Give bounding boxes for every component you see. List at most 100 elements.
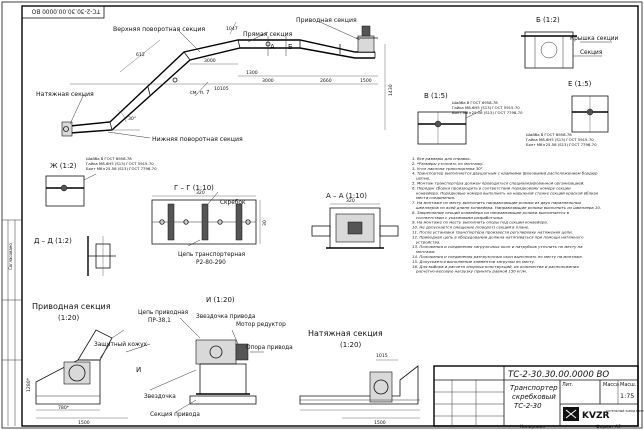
drive-detail-sprocket: Звездочка [144, 394, 176, 400]
title-block-format: Формат А2 [596, 424, 621, 430]
view-e-title: Е (1:5) [568, 80, 592, 88]
marker-b: Б [288, 43, 293, 51]
view-gg-chain: Цепь транспортерная [178, 252, 245, 258]
dim-1300: 1300 [246, 70, 258, 76]
title-block-stage: Лит. [562, 382, 574, 388]
drive-detail-i-marker: И [136, 366, 141, 374]
note-line: швеллеров по всей длине конвейера. Напра… [416, 205, 601, 210]
view-v-title: В (1:5) [424, 92, 448, 100]
title-block-copied: Копировал [520, 424, 545, 430]
side-label: Согласовано [8, 243, 13, 270]
view-aa-dim-320: 320 [346, 198, 355, 204]
drive-detail-dim-780: 780* [58, 405, 70, 411]
drive-detail-cover: Защитный кожух [94, 341, 148, 348]
view-gg-drawing [151, 191, 261, 247]
note-line: 10. Не допускается смещение (поворот) се… [412, 225, 529, 230]
drive-detail-chain-spec: ПР-38,1 [148, 318, 171, 324]
view-e-fastener-3: Болт М8×25.58 (S13) ГОСТ 7798-70 [526, 142, 597, 147]
dim-3000b: 3000 [262, 78, 274, 84]
note-line: места соединения. [416, 195, 455, 200]
label-straight-section: Прямая секция [243, 31, 293, 38]
drive-detail-section: Секция привода [150, 412, 200, 418]
label-tension-section: Натяжная секция [36, 91, 94, 98]
tension-detail-drawing [299, 359, 420, 419]
note-line: 8. Закрепление секций конвейера на напра… [412, 210, 570, 215]
dim-612: 612 [136, 52, 145, 58]
tension-detail-dim-1015: 1015 [376, 353, 388, 359]
view-e-drawing [571, 95, 609, 133]
view-b-drawing [521, 31, 612, 69]
view-zh-fastener-1: Шайба 8 ГОСТ 6958-78 [86, 156, 132, 161]
view-gg-scraper: Скребок [220, 200, 246, 206]
label-drive-section: Приводная секция [296, 17, 357, 24]
note-line: 15. Допускается выполнение элементов заг… [412, 259, 535, 264]
notes-block: 1. Все размеры для справок.2. *Размеры у… [412, 156, 601, 274]
view-zh-fastener-2: Гайка М8-6Н5 (S13) ГОСТ 5915-70 [86, 161, 154, 166]
view-gg-title: Г – Г (1:10) [174, 184, 214, 192]
top-stamp: ТС-2-30.30.00.0000 ВО [31, 8, 101, 14]
drive-detail-support: Опора привода [246, 345, 293, 351]
note-line: 9. На монтаже по месту выполнить опоры п… [412, 220, 548, 225]
view-e-fastener-2: Гайка М8-6Н5 (S13) ГОСТ 5915-70 [526, 137, 594, 142]
view-gg-dim-30: 30 [262, 220, 268, 226]
view-dd-drawing [87, 236, 116, 276]
title-block-name1: Транспортер [510, 384, 558, 392]
drive-detail-scale: (1:20) [58, 314, 79, 322]
view-aa-title: А – А (1:10) [326, 192, 367, 200]
drive-detail-chain: Цепь приводная [138, 310, 188, 316]
dim-3000a: 3000 [204, 58, 216, 64]
view-b-cover: Крышка секции [570, 36, 619, 42]
title-block-name3: ТС-2-30 [514, 402, 542, 410]
view-b-title: Б (1:2) [536, 16, 560, 24]
note-line: 4. Транспортер выполняется двушагным с к… [412, 171, 598, 176]
note-line: 5. Монтаж транспортёра должен проводитьс… [412, 181, 585, 186]
note-line: 11. После установки транспортёра произве… [412, 230, 573, 235]
view-zh-drawing [45, 173, 97, 207]
title-block-company: KVZR [582, 411, 609, 421]
note-line: конвейера. Порядковые номера выполнить н… [416, 190, 599, 195]
view-v-fastener-2: Гайка М8-6Н5 (S13) ГОСТ 5915-70 [452, 105, 520, 110]
view-aa-drawing [311, 203, 399, 249]
view-v-drawing [417, 109, 483, 145]
view-b-section: Секция [580, 50, 602, 56]
drive-detail-title: Приводная секция [32, 302, 111, 311]
tension-detail-dim-1500: 1500 [374, 420, 386, 426]
main-elevation [61, 21, 386, 139]
dim-10105: 10105 [214, 86, 229, 92]
tension-detail-title: Натяжная секция [308, 329, 383, 338]
title-block-scale-label: Масш. [620, 382, 637, 388]
note-line: соответствии с указаниями разработчика. [416, 215, 504, 220]
label-see-p7: см. п. 7 [190, 90, 209, 96]
note-line: 1. Все размеры для справок. [412, 156, 471, 161]
note-line: расчётно-весовую нагрузку принять равной… [415, 269, 527, 274]
dim-1500: 1500 [360, 78, 372, 84]
view-zh-fastener-3: Болт М8×25.58 (S13) ГОСТ 7798-70 [86, 166, 157, 171]
view-gg-chain-spec: Р2-80-290 [196, 260, 226, 266]
drive-detail-view-i: И (1:20) [206, 296, 235, 304]
inner-frame [21, 5, 639, 427]
view-dd-title: Д – Д (1:2) [34, 237, 72, 245]
view-v-fastener-1: Шайба 8 ГОСТ 6958-78 [452, 100, 498, 105]
top-stamp-box [21, 5, 105, 19]
title-block-name2: скребковый [512, 393, 556, 401]
title-block-code: ТС-2-30.30.00.0000 ВО [508, 370, 609, 380]
note-line: 14. Положения и соединения разгрузочных … [412, 254, 583, 259]
dim-1430: 1430 [388, 84, 394, 96]
title-block-scale: 1:75 [620, 392, 634, 400]
view-gg-dim-320: 320 [196, 190, 205, 196]
note-line: 3. Угол наклона транспортера 30°. [412, 166, 484, 171]
drive-detail-motor: Мотор редуктор [236, 322, 286, 328]
title-block-company-sub: КОТЕЛЬНЫЙ ЗАВОД КВЗР [606, 408, 644, 413]
note-line: устройства. [415, 239, 440, 244]
drive-detail-drawing [35, 317, 264, 419]
drive-detail-sprocket-drive: Звездочка привода [196, 314, 256, 320]
title-block [433, 365, 639, 427]
view-v-fastener-3: Болт М8×25.58 (S13) ГОСТ 7798-70 [452, 110, 523, 115]
drive-detail-dim-1280: 1280* [26, 377, 32, 392]
label-lower-turn: Нижняя поворотная секция [152, 136, 243, 143]
dim-2660: 2660 [320, 78, 332, 84]
note-line: цепью. [416, 176, 430, 181]
view-e-fastener-1: Шайба 8 ГОСТ 6958-78 [526, 132, 572, 137]
